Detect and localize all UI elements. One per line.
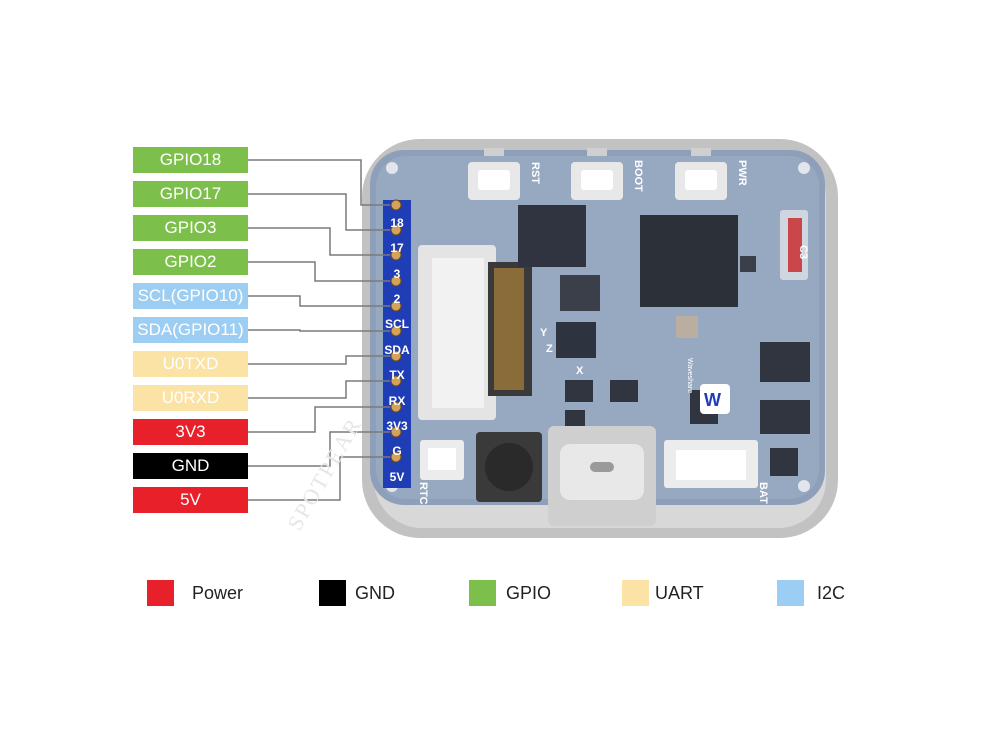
leader-line	[248, 406, 390, 433]
chip-u1	[518, 205, 586, 267]
header-pin	[390, 401, 402, 413]
header-pin	[390, 426, 402, 438]
leader-line	[248, 159, 390, 206]
legend-item-gpio: GPIO	[469, 580, 551, 606]
pin-label-g: GND	[133, 453, 248, 479]
leader-line	[248, 456, 390, 501]
silk-label: 3	[394, 267, 401, 281]
legend-label: Power	[192, 582, 244, 603]
legend-item-i2c: I2C	[777, 580, 845, 606]
leader-line	[248, 261, 390, 282]
pwr-label: PWR	[736, 160, 748, 186]
silk-label: 17	[390, 241, 404, 255]
legend-swatch-i2c	[777, 580, 804, 606]
legend-item-gnd: GND	[319, 580, 395, 606]
axis-z-label: Z	[546, 343, 553, 355]
silk-label: TX	[389, 368, 404, 382]
axis-x-label: X	[576, 365, 584, 377]
header-pin	[390, 224, 402, 236]
pin-header	[383, 200, 411, 488]
legend-swatch-gnd	[319, 580, 346, 606]
legend-label: UART	[655, 582, 704, 603]
legend-swatch-uart	[622, 580, 649, 606]
silk-label: G	[392, 444, 401, 458]
pin-label-2: GPIO2	[133, 249, 248, 275]
pin-label-3v3: 3V3	[133, 419, 248, 445]
header-pin	[390, 275, 402, 287]
axis-y-label: Y	[540, 327, 548, 339]
header-pin	[390, 199, 402, 211]
leader-line	[248, 431, 390, 467]
header-pin	[390, 325, 402, 337]
pin-label-17: GPIO17	[133, 181, 248, 207]
legend-label: I2C	[817, 582, 846, 603]
silk-label: SCL	[385, 317, 409, 331]
silk-label: SDA	[384, 343, 410, 357]
header-pin	[390, 451, 402, 463]
svg-text:W: W	[704, 390, 721, 410]
rtc-label: RTC	[417, 482, 429, 505]
pin-label-scl: SCL(GPIO10)	[133, 283, 248, 309]
leader-line	[248, 329, 390, 332]
pin-label-18: GPIO18	[133, 147, 248, 173]
brand-text: Waveshare	[686, 358, 693, 393]
silk-label: 3V3	[386, 419, 408, 433]
pin-label-tx: U0TXD	[133, 351, 248, 377]
brand-logo	[700, 384, 730, 414]
rst-label: RST	[529, 162, 541, 184]
header-pin	[390, 350, 402, 362]
header-pin	[390, 300, 402, 312]
pin-label-rx: U0RXD	[133, 385, 248, 411]
legend-swatch-gpio	[469, 580, 496, 606]
legend-item-power: Power	[147, 580, 243, 606]
chip-c3-label: C3	[797, 245, 809, 259]
leader-line	[248, 380, 390, 399]
legend-label: GPIO	[506, 582, 552, 603]
pin-label-5v: 5V	[133, 487, 248, 513]
pin-label-sda: SDA(GPIO11)	[133, 317, 248, 343]
pin-label-3: GPIO3	[133, 215, 248, 241]
leader-line	[248, 355, 390, 365]
bat-label: BAT	[757, 482, 769, 504]
legend-label: GND	[355, 582, 395, 603]
header-pin	[390, 375, 402, 387]
legend-swatch-power	[147, 580, 174, 606]
legend-item-uart: UART	[622, 580, 704, 606]
leader-line	[248, 227, 390, 256]
silk-label: 18	[390, 216, 404, 230]
silk-label: 2	[394, 292, 401, 306]
boot-label: BOOT	[632, 160, 644, 192]
header-pin	[390, 249, 402, 261]
leader-line	[248, 193, 390, 231]
top-buttons	[468, 148, 727, 200]
silk-label: 5V	[390, 470, 405, 484]
leader-line	[248, 295, 390, 307]
chip-esp32	[640, 215, 738, 307]
silk-label: RX	[389, 394, 406, 408]
